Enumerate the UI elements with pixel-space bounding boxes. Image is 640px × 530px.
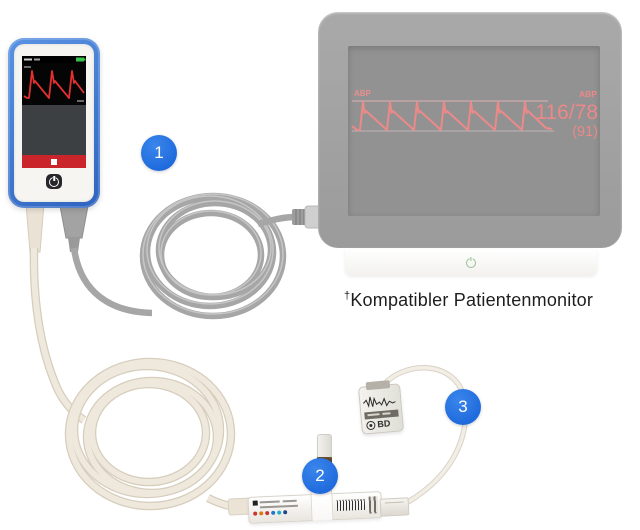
- abp-wave-label: ABP: [354, 89, 372, 98]
- stop-icon: [51, 158, 57, 165]
- handheld-screen: [22, 56, 86, 168]
- cream-cable: [30, 247, 86, 423]
- monitor-waveform: ABP ABP 116/78 (91): [351, 89, 598, 140]
- patient-monitor-screen: ABP ABP 116/78 (91): [348, 46, 600, 216]
- bd-logo-icon: [365, 420, 376, 430]
- callout-1-number: 1: [154, 143, 164, 162]
- stand-power-icon: [466, 257, 476, 268]
- gray-cable-coil-highlight: [142, 193, 284, 315]
- handheld-faceplate: [14, 44, 94, 202]
- abp-numeric-label: ABP: [579, 89, 597, 99]
- label-symbol-icons: [253, 510, 288, 516]
- handheld-pressure-monitor: [8, 38, 100, 208]
- cartridge-body: BD: [357, 383, 405, 435]
- abp-mean-value: (91): [572, 124, 598, 140]
- callout-1: 1: [141, 135, 177, 171]
- handheld-arterial-waveform: [23, 70, 85, 99]
- transducer-label: [252, 498, 310, 518]
- callout-2: 2: [302, 458, 338, 494]
- cream-cable-coil: [64, 357, 236, 511]
- handheld-statusbar: [22, 56, 86, 63]
- callout-3-number: 3: [458, 397, 468, 416]
- handheld-white-connector: [25, 203, 45, 253]
- barcode: [336, 498, 366, 512]
- transducer-vents: [368, 496, 379, 514]
- callout-2-number: 2: [315, 466, 325, 485]
- handheld-gray-connector: [59, 205, 89, 239]
- patient-monitor: ABP ABP 116/78 (91): [318, 12, 622, 248]
- transducer-right-plug: [379, 497, 410, 517]
- zeroing-cartridge: BD: [357, 380, 405, 435]
- battery-icon: [76, 57, 84, 62]
- callout-3: 3: [445, 389, 481, 425]
- transducer-body: [247, 491, 383, 524]
- bd-logo-text: BD: [376, 418, 391, 430]
- label-logo-icon: [252, 500, 258, 506]
- monitor-caption-text: Kompatibler Patientenmonitor: [350, 290, 594, 310]
- cartridge-waveform-print: [363, 396, 396, 408]
- power-icon: [49, 176, 59, 187]
- monitor-stand: [345, 249, 597, 276]
- handheld-parameter-panel: [22, 105, 86, 155]
- handheld-record-bar[interactable]: [22, 155, 86, 168]
- bd-logo: BD: [365, 418, 391, 430]
- power-button[interactable]: [46, 174, 62, 189]
- abp-pressure-value: 116/78: [535, 101, 598, 124]
- transducer-sleeve: [310, 491, 334, 522]
- gray-cable-entry: [70, 247, 153, 317]
- handheld-waveform-panel: [22, 63, 86, 105]
- dagger-mark: †: [344, 290, 351, 302]
- abp-waveform-trace: [351, 101, 553, 131]
- monitor-caption: †Kompatibler Patientenmonitor: [344, 290, 593, 311]
